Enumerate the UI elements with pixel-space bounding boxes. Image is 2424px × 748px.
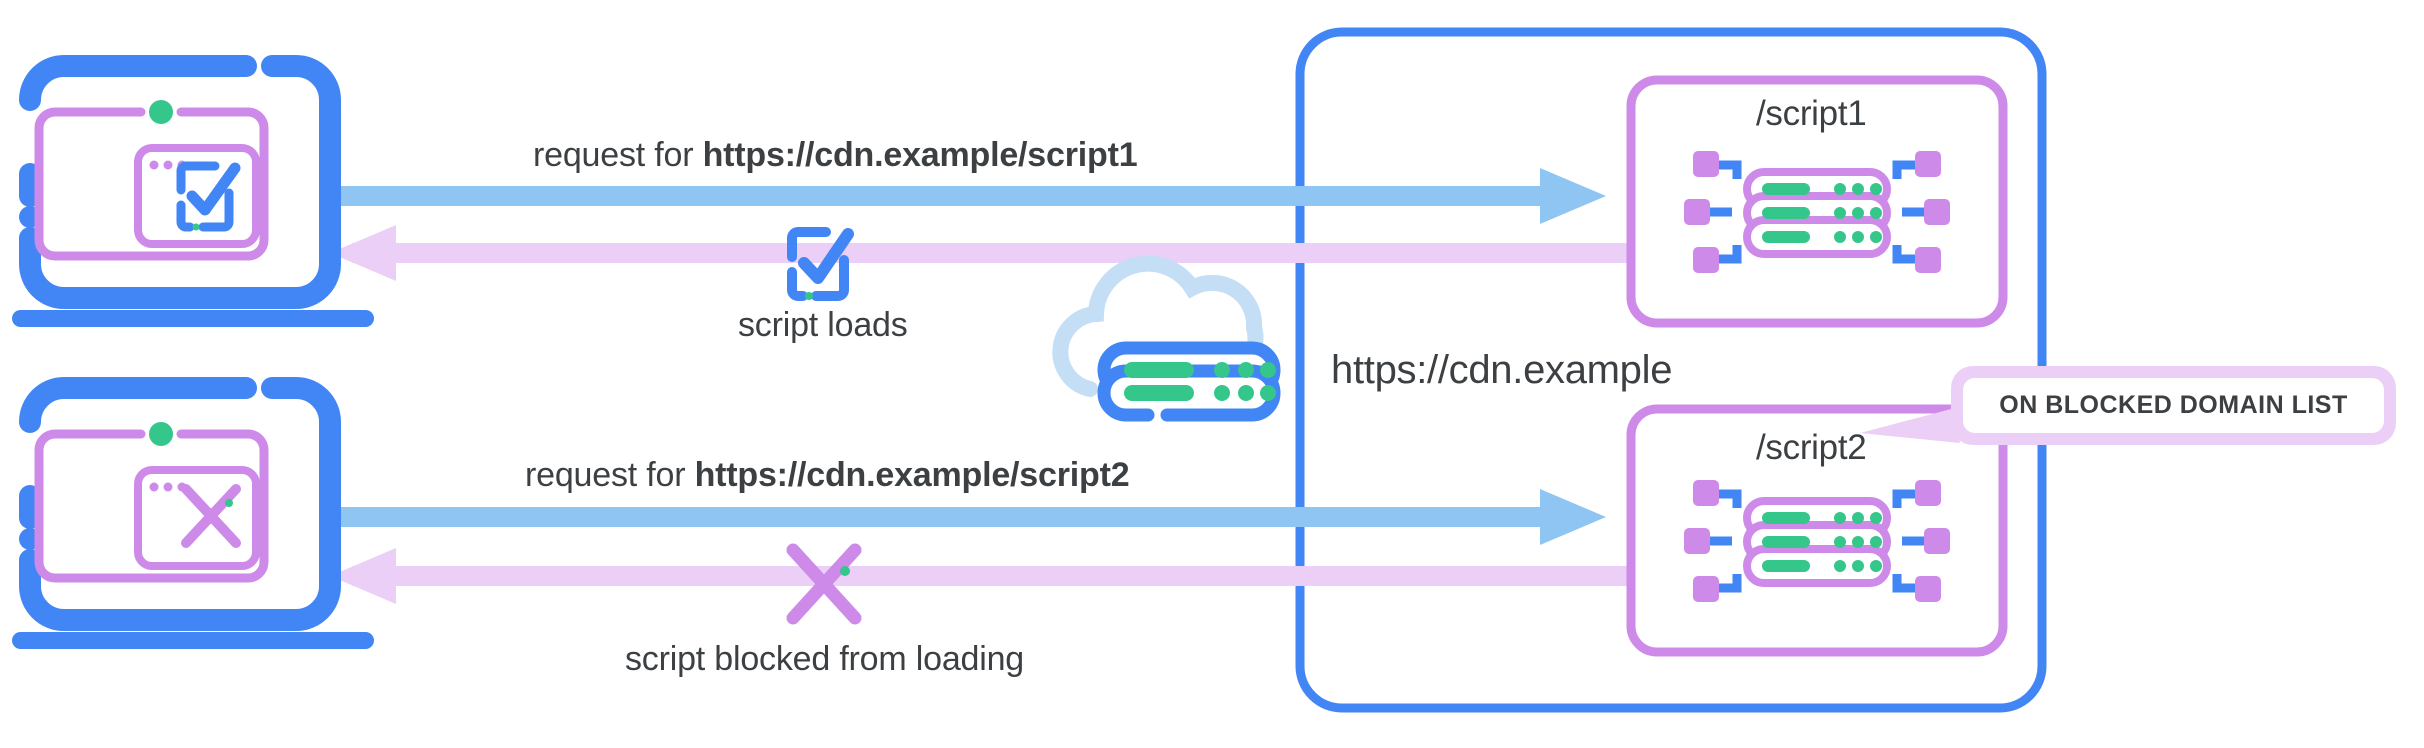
- response-label-script2: script blocked from loading: [625, 640, 1025, 678]
- server-network-icon: [1684, 151, 1950, 273]
- request-arrow-script2: [336, 489, 1606, 545]
- laptop-base: [12, 310, 374, 327]
- script-blocked-cross-icon: [786, 543, 862, 625]
- check-icon: [176, 161, 241, 232]
- response-label-script1: script loads: [738, 306, 908, 344]
- resource-label-script1: /script1: [1756, 94, 1867, 133]
- script-loads-check-icon: [787, 227, 854, 301]
- laptop-base: [12, 632, 374, 649]
- blocked-domain-callout-tail: [1860, 408, 1960, 443]
- request-prefix: request for: [525, 456, 695, 494]
- request-url: https://cdn.example/script2: [694, 456, 1130, 494]
- cdn-domain-label: https://cdn.example: [1331, 348, 1673, 392]
- resource-label-script2: /script2: [1756, 428, 1867, 467]
- blocked-domain-callout: ON BLOCKED DOMAIN LIST: [1951, 366, 2396, 445]
- green-dot: [149, 100, 173, 124]
- resource-card-script2: [1626, 404, 2008, 657]
- blocked-domain-callout-label: ON BLOCKED DOMAIN LIST: [1999, 391, 2348, 419]
- response-arrow-script2: [330, 548, 1632, 604]
- request-label-script1: request for https://cdn.example/script1: [533, 136, 1138, 175]
- request-prefix: request for: [533, 136, 703, 174]
- request-arrow-script1: [336, 168, 1606, 224]
- cross-icon: [181, 484, 241, 548]
- window-card: [134, 466, 260, 570]
- response-arrow-script1: [330, 225, 1632, 281]
- laptop-blocked: [12, 377, 374, 649]
- server-network-icon: [1684, 480, 1950, 602]
- cloud-server-icon: [1052, 255, 1281, 422]
- request-label-script2: request for https://cdn.example/script2: [525, 456, 1130, 495]
- resource-card-script1: [1626, 75, 2008, 328]
- window-card: [134, 144, 260, 248]
- laptop-allowed: [12, 55, 374, 327]
- request-url: https://cdn.example/script1: [702, 136, 1138, 174]
- green-dot: [149, 422, 173, 446]
